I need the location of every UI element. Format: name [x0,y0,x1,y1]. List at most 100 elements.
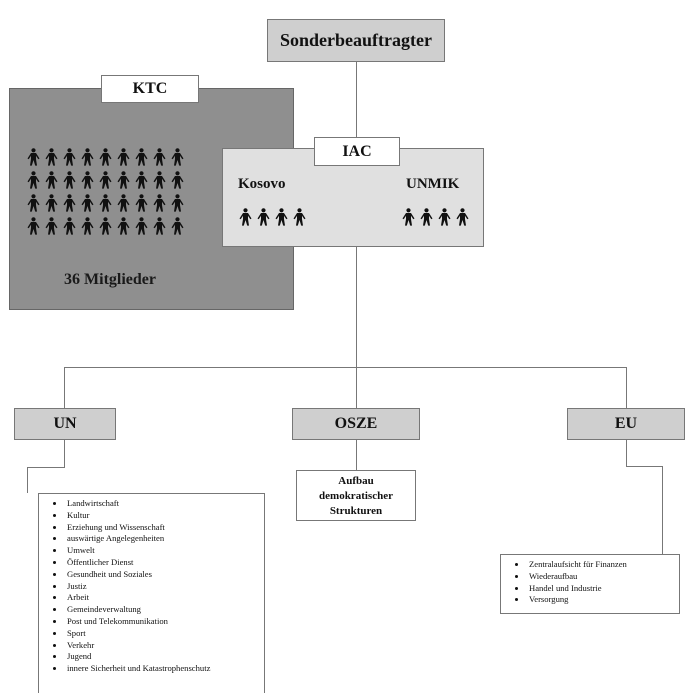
osze-task-line: demokratischer [319,490,393,502]
list-item: Handel und Industrie [527,583,675,595]
connector-eu-horizontal [626,466,663,467]
iac-label-box: IAC [314,137,400,166]
person-icon [117,217,130,235]
list-item: Arbeit [65,592,260,604]
person-icon [135,194,148,212]
person-icon [27,171,40,189]
list-item: Jugend [65,651,260,663]
connector-eu-down [626,440,627,466]
person-icon [117,171,130,189]
un-departments-list: LandwirtschaftKulturErziehung und Wissen… [45,498,260,675]
list-item: Wiederaufbau [527,571,675,583]
person-icon [63,194,76,212]
person-icon [27,148,40,166]
eu-label: EU [614,415,638,432]
ktc-members-text: 36 Mitglieder [30,268,190,292]
list-item: Umwelt [65,545,260,557]
connector-horizontal-bus [64,367,627,368]
person-icon [239,208,252,226]
person-icon [135,148,148,166]
un-label: UN [53,415,77,432]
osze-task-line: Strukturen [329,505,383,517]
person-icon [81,148,94,166]
person-icon [171,171,184,189]
person-icon [99,217,112,235]
person-icon [153,217,166,235]
list-item: Kultur [65,510,260,522]
connector-top-to-iac [356,62,357,137]
person-icon [99,171,112,189]
un-departments-box: LandwirtschaftKulturErziehung und Wissen… [38,493,265,693]
list-item: Erziehung und Wissenschaft [65,522,260,534]
connector-bus-to-osze [356,367,357,408]
eu-tasks-box: Zentralaufsicht für FinanzenWiederaufbau… [500,554,680,614]
un-box: UN [14,408,116,440]
list-item: Gemeindeverwaltung [65,604,260,616]
list-item: Versorgung [527,594,675,606]
connector-iac-to-bus [356,247,357,367]
person-icon [402,208,415,226]
person-icon [81,194,94,212]
person-icon [27,217,40,235]
iac-kosovo-members [239,208,306,226]
iac-label: IAC [342,142,372,160]
person-icon [45,217,58,235]
connector-un-to-list [27,467,28,493]
osze-box: OSZE [292,408,420,440]
person-icon [117,194,130,212]
list-item: auswärtige Angelegenheiten [65,533,260,545]
list-item: Post und Telekommunikation [65,616,260,628]
person-icon [45,194,58,212]
person-icon [99,194,112,212]
person-icon [293,208,306,226]
person-icon [27,194,40,212]
person-icon [63,217,76,235]
list-item: innere Sicherheit und Katastrophenschutz [65,663,260,675]
person-icon [275,208,288,226]
list-item: Öffentlicher Dienst [65,557,260,569]
connector-osze-to-box [356,440,357,470]
person-icon [257,208,270,226]
eu-box: EU [567,408,685,440]
person-icon [153,194,166,212]
person-icon [153,148,166,166]
iac-unmik-members [402,208,469,226]
person-icon [63,171,76,189]
ktc-members-label: 36 Mitglieder [64,271,156,288]
person-icon [135,217,148,235]
osze-task-line: Aufbau [338,475,374,487]
ktc-member-grid [27,148,189,235]
person-icon [135,171,148,189]
person-icon [45,148,58,166]
osze-task-box: Aufbau demokratischer Strukturen [296,470,416,521]
connector-bus-to-un [64,367,65,408]
person-icon [456,208,469,226]
person-icon [117,148,130,166]
list-item: Landwirtschaft [65,498,260,510]
list-item: Gesundheit und Soziales [65,569,260,581]
connector-bus-to-eu [626,367,627,408]
osze-label: OSZE [334,415,378,432]
person-icon [45,171,58,189]
connector-un-horizontal [27,467,65,468]
sonderbeauftragter-label: Sonderbeauftragter [280,30,432,50]
connector-un-down [64,440,65,467]
person-icon [171,194,184,212]
ktc-label-box: KTC [101,75,199,103]
person-icon [171,217,184,235]
person-icon [420,208,433,226]
ktc-label: KTC [132,80,168,97]
connector-eu-to-list [662,466,663,554]
iac-kosovo-label: Kosovo [238,176,286,192]
person-icon [438,208,451,226]
list-item: Zentralaufsicht für Finanzen [527,559,675,571]
person-icon [99,148,112,166]
iac-unmik-label: UNMIK [406,176,460,192]
list-item: Verkehr [65,640,260,652]
person-icon [171,148,184,166]
sonderbeauftragter-box: Sonderbeauftragter [267,19,445,62]
person-icon [63,148,76,166]
person-icon [81,171,94,189]
person-icon [81,217,94,235]
list-item: Justiz [65,581,260,593]
